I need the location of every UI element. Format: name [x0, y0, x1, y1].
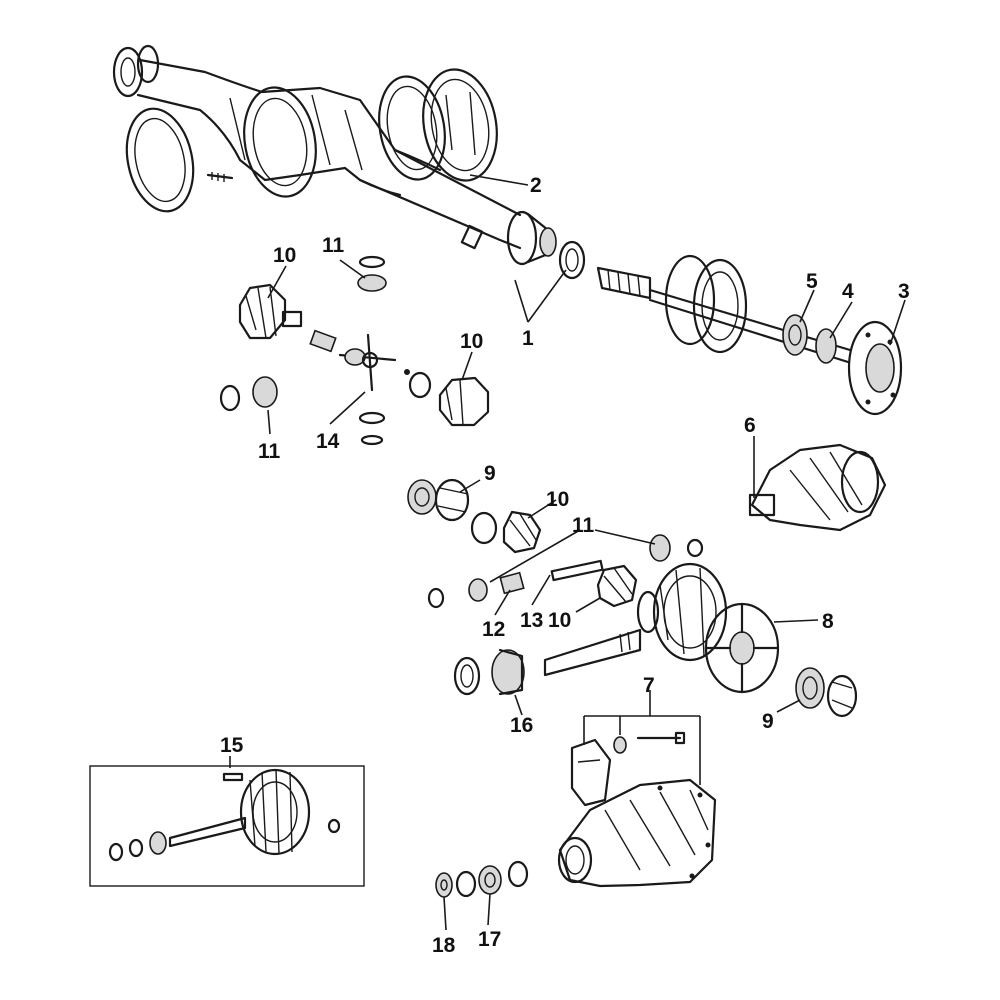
callout-8: 8: [822, 610, 834, 633]
callout-16: 16: [510, 714, 533, 737]
callout-13: 13: [520, 609, 543, 632]
ring-gear-case: [543, 562, 780, 694]
axle-shaft-assembly: [596, 254, 903, 416]
axle-housing: [112, 44, 557, 266]
callout-12: 12: [482, 618, 505, 641]
callout-10-left: 10: [273, 244, 296, 267]
callout-10-right: 10: [460, 330, 483, 353]
bearing-upper: [407, 478, 470, 522]
callout-11-middle: 11: [572, 514, 595, 537]
differential-gears-middle: [427, 510, 704, 609]
callout-10-lower: 10: [548, 609, 571, 632]
differential-gears-upper: [219, 255, 490, 446]
callout-2: 2: [530, 174, 542, 197]
callout-4: 4: [842, 280, 854, 303]
callout-5: 5: [806, 270, 818, 293]
callout-3: 3: [898, 280, 910, 303]
bearing-lower: [795, 667, 858, 718]
callout-9-lower: 9: [762, 710, 774, 733]
cover-gasket-pair: [378, 68, 498, 182]
axle-seal: [558, 240, 586, 280]
ring-pinion-set-box: [89, 765, 365, 887]
callout-labels: 2 1 3 4 5 6 7 8 9 9 10 10 10 10 11 11 11…: [220, 174, 910, 957]
callout-10-middle: 10: [546, 488, 569, 511]
callout-11-left: 11: [258, 440, 281, 463]
callout-14: 14: [316, 430, 340, 453]
pinion-nut-washers: [435, 860, 529, 898]
callout-9-upper: 9: [484, 462, 496, 485]
differential-carrier: [557, 731, 717, 888]
callout-7: 7: [643, 674, 655, 697]
callout-1: 1: [522, 327, 534, 350]
pinion-seal-bearing: [453, 648, 525, 696]
carrier-housing-small: [748, 443, 887, 532]
leader-lines: [229, 174, 906, 931]
callout-17: 17: [478, 928, 501, 951]
callout-18: 18: [432, 934, 456, 957]
callout-6: 6: [744, 414, 756, 437]
callout-15: 15: [220, 734, 244, 757]
callout-11-top: 11: [322, 234, 345, 257]
